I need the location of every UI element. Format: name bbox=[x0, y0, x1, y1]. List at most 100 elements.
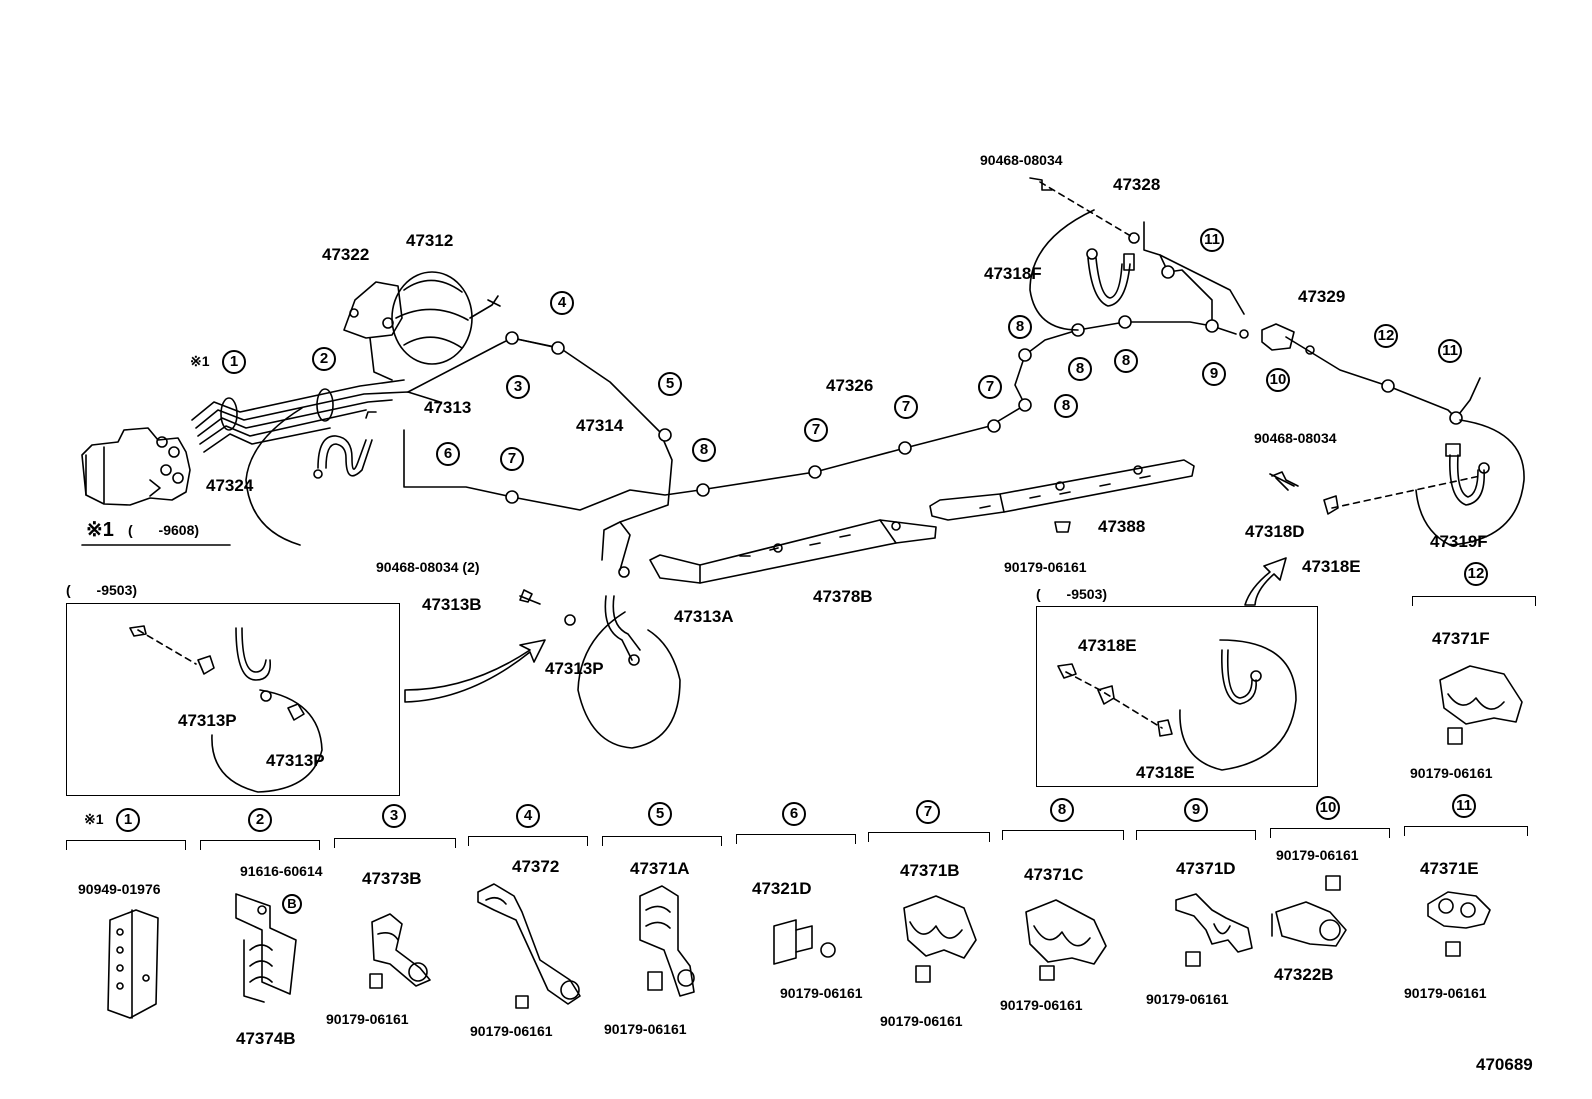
clamp-12-bracket bbox=[1412, 596, 1536, 606]
clamp-12-part-0: 47371F bbox=[1432, 629, 1490, 648]
clamp-2-part-0: 91616-60614 bbox=[240, 863, 323, 879]
clamp-1-bracket bbox=[66, 840, 186, 850]
clamp-12-part-1: 90179-06161 bbox=[1410, 765, 1493, 781]
clamp-5-bracket bbox=[602, 836, 722, 846]
label-47313A: 47313A bbox=[674, 607, 734, 626]
callout-10: 10 bbox=[1266, 368, 1290, 392]
clamp-10-art bbox=[1271, 875, 1347, 947]
clamp-9-part-1: 90179-06161 bbox=[1146, 991, 1229, 1007]
clamp-1-note: ※1 bbox=[84, 811, 104, 827]
clamp-2-bracket bbox=[200, 840, 320, 850]
callout-2: 2 bbox=[312, 347, 336, 371]
clamp-8-art bbox=[1025, 899, 1107, 981]
line-protector-47378B bbox=[649, 519, 937, 584]
clamp-10-part-1: 47322B bbox=[1274, 965, 1334, 984]
clamp-8-callout: 8 bbox=[1050, 798, 1074, 822]
label-47318E: 47318E bbox=[1302, 557, 1361, 576]
callout-7d: 7 bbox=[978, 375, 1002, 399]
clamp-2-ref: B bbox=[282, 894, 302, 914]
clamp-6-bracket bbox=[736, 834, 856, 844]
clamp-9-part-0: 47371D bbox=[1176, 859, 1236, 878]
callout-12: 12 bbox=[1374, 324, 1398, 348]
callout-8b: 8 bbox=[1008, 315, 1032, 339]
clamp-9-bracket bbox=[1136, 830, 1256, 840]
label-90468-top: 90468-08034 bbox=[980, 152, 1063, 168]
clamp-9-callout: 9 bbox=[1184, 798, 1208, 822]
left-inset-label-b: 47313P bbox=[266, 751, 325, 770]
label-47313B: 47313B bbox=[422, 595, 482, 614]
rear-hose-right bbox=[1271, 419, 1525, 546]
clamp-2-callout: 2 bbox=[248, 808, 272, 832]
clamp-4-bracket bbox=[468, 836, 588, 846]
bolts bbox=[519, 473, 1295, 626]
clamp-5-art bbox=[639, 885, 695, 997]
clamp-4-callout: 4 bbox=[516, 804, 540, 828]
note-mark-top: ※1 bbox=[190, 353, 210, 369]
label-47313: 47313 bbox=[424, 398, 472, 417]
clamp-9-art bbox=[1175, 893, 1253, 967]
clamp-5-callout: 5 bbox=[648, 802, 672, 826]
label-47318F: 47318F bbox=[984, 264, 1042, 283]
clamp-12-callout: 12 bbox=[1464, 562, 1488, 586]
left-inset-frame bbox=[66, 603, 400, 796]
clamp-7-bracket bbox=[868, 832, 990, 842]
clamp-3-callout: 3 bbox=[382, 804, 406, 828]
clamp-11-part-1: 90179-06161 bbox=[1404, 985, 1487, 1001]
label-90179-mid: 90179-06161 bbox=[1004, 559, 1087, 575]
clamp-7-part-1: 90179-06161 bbox=[880, 1013, 963, 1029]
clamp-2-part-1: 47374B bbox=[236, 1029, 296, 1048]
callout-8e: 8 bbox=[1054, 394, 1078, 418]
rear-left-hose bbox=[577, 566, 681, 749]
clamp-6-part-1: 90179-06161 bbox=[780, 985, 863, 1001]
right-inset-art bbox=[1057, 639, 1297, 771]
clamp-3-art bbox=[369, 913, 431, 989]
callout-3: 3 bbox=[506, 375, 530, 399]
clamp-1-callout: 1 bbox=[116, 808, 140, 832]
label-47314: 47314 bbox=[576, 416, 624, 435]
clamp-8-bracket bbox=[1002, 830, 1124, 840]
callout-6: 6 bbox=[436, 442, 460, 466]
clamp-1-part-0: 90949-01976 bbox=[78, 881, 161, 897]
clamp-7-part-0: 47371B bbox=[900, 861, 960, 880]
clamp-4-part-1: 90179-06161 bbox=[470, 1023, 553, 1039]
clamp-1-art bbox=[107, 909, 159, 1019]
callout-11a: 11 bbox=[1200, 228, 1224, 252]
label-47313P: 47313P bbox=[545, 659, 604, 678]
label-90468-mid: 90468-08034 (2) bbox=[376, 559, 480, 575]
clamp-10-callout: 10 bbox=[1316, 796, 1340, 820]
left-inset-label-a: 47313P bbox=[178, 711, 237, 730]
clamp-6-callout: 6 bbox=[782, 802, 806, 826]
arrow-left bbox=[404, 639, 546, 703]
clamp-11-callout: 11 bbox=[1452, 794, 1476, 818]
clamp-4-part-0: 47372 bbox=[512, 857, 560, 876]
front-brake-line-bundle bbox=[191, 337, 559, 453]
callout-8d: 8 bbox=[1114, 349, 1138, 373]
right-inset-label-b: 47318E bbox=[1136, 763, 1195, 782]
date-range-left-inset: ( -9503) bbox=[66, 582, 138, 598]
callout-4: 4 bbox=[550, 291, 574, 315]
callout-5: 5 bbox=[658, 372, 682, 396]
clamp-5-part-0: 47371A bbox=[630, 859, 690, 878]
date-range-right-inset: ( -9503) bbox=[1036, 586, 1108, 602]
clamp-7-callout: 7 bbox=[916, 800, 940, 824]
clamp-5-part-1: 90179-06161 bbox=[604, 1021, 687, 1037]
proportioning-valve bbox=[1239, 323, 1315, 355]
callout-7c: 7 bbox=[894, 395, 918, 419]
label-47318D: 47318D bbox=[1245, 522, 1305, 541]
rear-hose-upper bbox=[1029, 177, 1140, 331]
label-47312: 47312 bbox=[406, 231, 454, 250]
clamp-7-art bbox=[903, 895, 977, 983]
brake-booster bbox=[343, 271, 501, 381]
clamp-6-art bbox=[773, 919, 836, 965]
label-47329: 47329 bbox=[1298, 287, 1346, 306]
clamp-3-bracket bbox=[334, 838, 456, 848]
clamp-12-art bbox=[1439, 665, 1523, 745]
callout-11b: 11 bbox=[1438, 339, 1462, 363]
note-mark-main: ※1 bbox=[86, 519, 114, 541]
clamp-8-part-1: 90179-06161 bbox=[1000, 997, 1083, 1013]
callout-7b: 7 bbox=[804, 418, 828, 442]
callout-7a: 7 bbox=[500, 447, 524, 471]
label-47328: 47328 bbox=[1113, 175, 1161, 194]
